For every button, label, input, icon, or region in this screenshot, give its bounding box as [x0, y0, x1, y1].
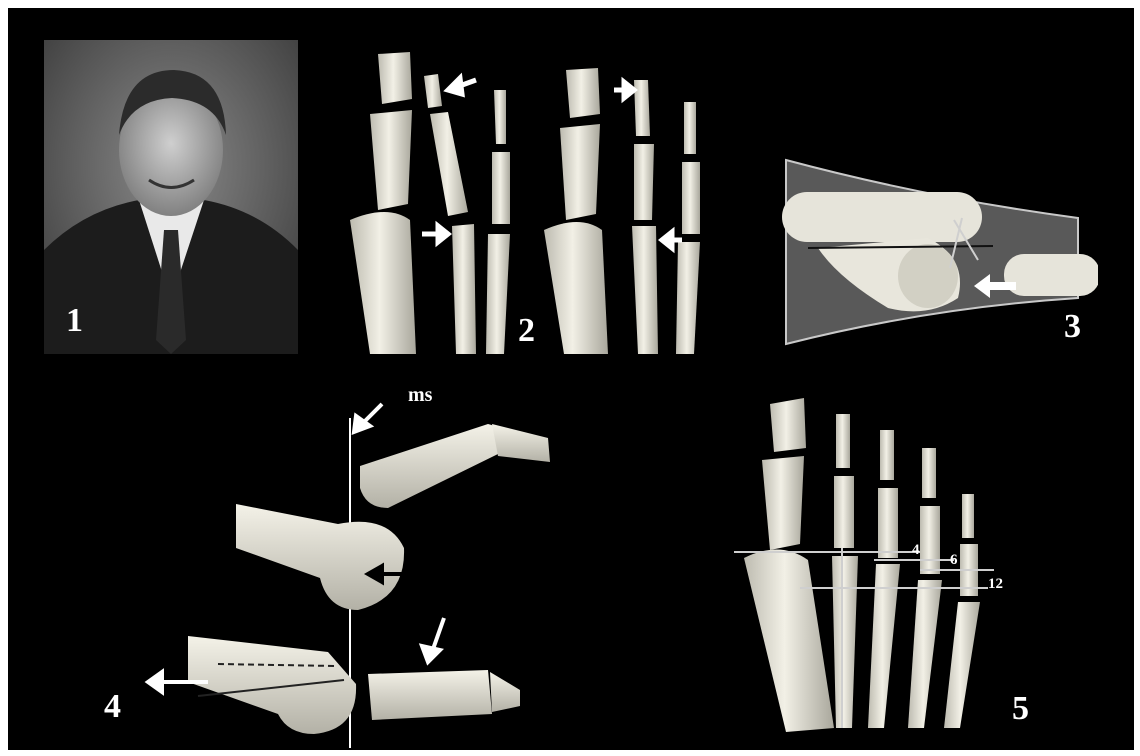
measurement-6: 6 — [950, 552, 958, 569]
figure-plate: 1 — [8, 8, 1134, 750]
measurement-12: 12 — [988, 576, 1003, 593]
panel-3-lateral-joint: 3 — [778, 158, 1098, 358]
panel-label-4: 4 — [104, 688, 121, 726]
metatarsal-illustration — [724, 388, 1064, 738]
measurement-4: 4 — [912, 542, 920, 559]
panel-label-1: 1 — [66, 302, 83, 340]
panel-5-measurement: 4 6 12 5 — [724, 388, 1064, 738]
panel-4-osteotomy: ms 4 — [88, 378, 568, 748]
panel-label-5: 5 — [1012, 690, 1029, 728]
panel-2-toe-bones: 2 — [338, 44, 708, 364]
panel-label-3: 3 — [1064, 308, 1081, 346]
panel-label-2: 2 — [518, 312, 535, 350]
lateral-joint-illustration — [778, 158, 1098, 358]
osteotomy-illustration — [88, 378, 568, 748]
panel-1-portrait: 1 — [44, 40, 298, 354]
midline-label: ms — [408, 384, 432, 407]
